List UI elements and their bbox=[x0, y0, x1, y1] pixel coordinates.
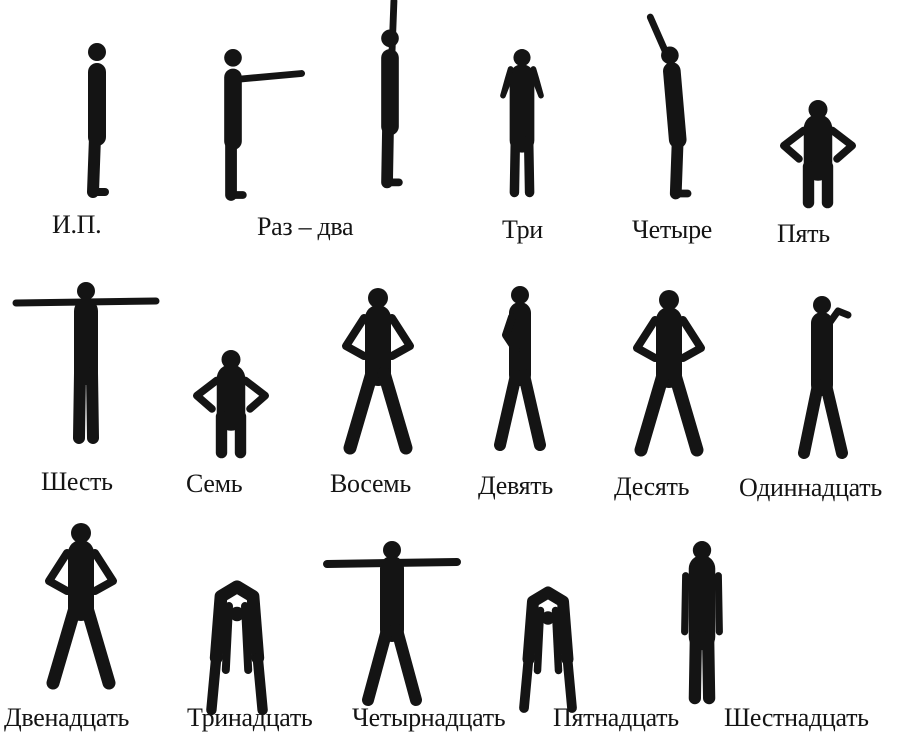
figure-14-forward-bend bbox=[211, 587, 262, 710]
figure-15-legs-apart-arms-out bbox=[327, 541, 457, 700]
figure-4-hands-to-shoulders bbox=[503, 49, 541, 192]
label-devyat: Девять bbox=[478, 471, 553, 501]
figure-5-side-arm-up-lean bbox=[650, 17, 687, 193]
label-shestnadtsat: Шестнадцать bbox=[724, 703, 869, 733]
label-vosem: Восемь bbox=[330, 469, 411, 499]
figure-7-arms-out bbox=[16, 282, 156, 438]
figure-12-turn-arm-raised bbox=[804, 296, 848, 453]
label-sem: Семь bbox=[186, 469, 242, 499]
figure-16-forward-bend bbox=[524, 593, 572, 709]
figure-9-legs-apart-hands-on-hips bbox=[346, 288, 410, 448]
figure-3-side-arm-up bbox=[381, 1, 399, 182]
label-chetyrnadtsat: Четырнадцать bbox=[352, 703, 505, 733]
figure-11-legs-apart-hands-on-hips bbox=[637, 290, 701, 450]
label-desyat: Десять bbox=[614, 472, 689, 502]
label-chetyre: Четыре bbox=[632, 215, 712, 245]
figure-13-legs-apart-hands-on-hips bbox=[49, 523, 113, 683]
figure-8-squat-hands-on-knees bbox=[197, 350, 265, 453]
figure-2-side-arm-forward bbox=[224, 49, 301, 195]
label-odinnadtsat: Одиннадцать bbox=[739, 473, 882, 503]
label-dvenadtsat: Двенадцать bbox=[4, 703, 129, 733]
label-shest: Шесть bbox=[41, 467, 113, 497]
label-pyatnadtsat: Пятнадцать bbox=[553, 703, 679, 733]
label-pyat: Пять bbox=[777, 219, 830, 249]
label-ip: И.П. bbox=[52, 210, 101, 240]
figure-6-squat-hands-on-knees bbox=[784, 100, 852, 203]
figure-17-front-stand bbox=[685, 541, 720, 698]
figure-1-side-stand bbox=[88, 43, 106, 192]
label-raz-dva: Раз – два bbox=[257, 212, 353, 242]
label-trinadtsat: Тринадцать bbox=[187, 703, 313, 733]
label-tri: Три bbox=[502, 215, 543, 245]
figure-10-turn-hands-on-hips bbox=[500, 286, 540, 445]
